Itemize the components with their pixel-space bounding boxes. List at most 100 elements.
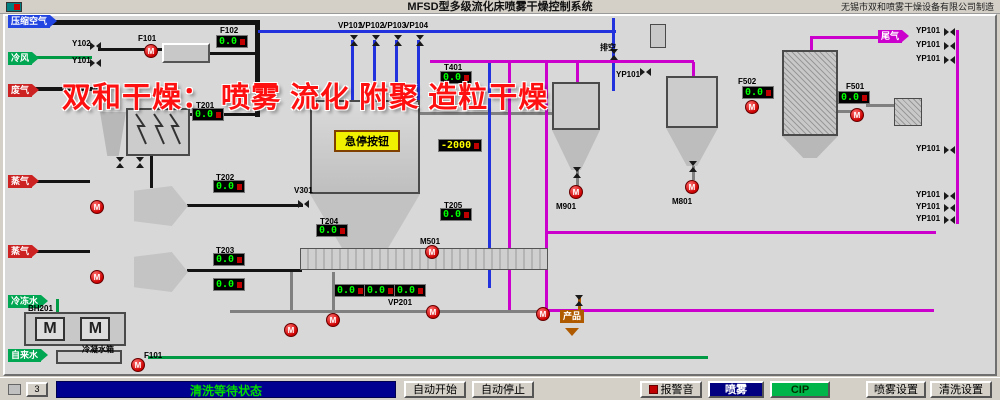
- valve-icon[interactable]: [574, 295, 583, 306]
- button-label: 自动开始: [413, 383, 457, 396]
- pipe-segment: [813, 36, 879, 39]
- pump-icon[interactable]: M: [284, 323, 298, 337]
- pipe-segment: [148, 356, 708, 359]
- stream-label: 冷风: [8, 52, 33, 65]
- valve-icon[interactable]: [944, 204, 955, 213]
- value-display: 0.0: [742, 86, 774, 99]
- watermark-text: 双和干燥： 喷雾 流化 附聚 造粒干燥: [62, 82, 549, 114]
- pipe-segment: [150, 156, 153, 188]
- pump-icon[interactable]: M: [745, 100, 759, 114]
- scrubber-tower-cone: [782, 136, 838, 158]
- aux-filter-box: [894, 98, 922, 126]
- arrow-tip-icon: [41, 349, 49, 361]
- button-label: CIP: [790, 383, 810, 396]
- pump-icon[interactable]: M: [144, 44, 158, 58]
- valve-icon[interactable]: [944, 28, 955, 37]
- device-label: BH201: [28, 304, 53, 313]
- stream-label: 尾气: [878, 30, 903, 43]
- pump-icon[interactable]: M: [850, 108, 864, 122]
- device-label: YP101: [916, 190, 941, 199]
- button-label: 报警音: [660, 383, 694, 396]
- value-display: 0.0: [216, 35, 248, 48]
- device-label: F102: [220, 26, 239, 35]
- stream-arrow: 压缩空气: [8, 15, 58, 33]
- alarm-sound-button[interactable]: 报警音: [640, 381, 702, 398]
- title-bar: MFSD型多级流化床喷雾干燥控制系统 无锡市双和喷雾干燥设备有限公司制造: [0, 0, 1000, 14]
- device-label: M501: [420, 237, 441, 246]
- control-bar: 3 清洗等待状态 自动开始 自动停止 报警音 喷雾 CIP 喷雾设置清洗设置: [0, 377, 1000, 400]
- stream-label: 自来水: [8, 349, 42, 362]
- valve-icon[interactable]: [393, 35, 402, 46]
- cyclone-1: [552, 82, 600, 130]
- page-number-button[interactable]: 3: [26, 382, 48, 397]
- valve-icon[interactable]: [90, 59, 101, 68]
- pipe-segment: [430, 60, 694, 63]
- valve-icon[interactable]: [115, 157, 124, 168]
- clean-settings-button[interactable]: 清洗设置: [930, 381, 992, 398]
- valve-icon[interactable]: [944, 192, 955, 201]
- valve-icon[interactable]: [944, 146, 955, 155]
- pipe-segment: [548, 309, 934, 312]
- device-label: Y102: [72, 39, 91, 48]
- spray-button[interactable]: 喷雾: [708, 381, 764, 398]
- valve-icon[interactable]: [944, 56, 955, 65]
- value-display: 0.0: [316, 224, 348, 237]
- auto-start-button[interactable]: 自动开始: [404, 381, 466, 398]
- air-heater-f102: [162, 43, 210, 63]
- value-display: 0.0: [440, 71, 472, 84]
- spray-settings-button[interactable]: 喷雾设置: [866, 381, 926, 398]
- pipe-segment: [692, 164, 695, 180]
- pump-icon[interactable]: M: [90, 270, 104, 284]
- auto-stop-button[interactable]: 自动停止: [472, 381, 534, 398]
- pipe-segment: [28, 87, 102, 91]
- valve-icon[interactable]: [349, 35, 358, 46]
- pipe-segment: [190, 113, 258, 116]
- pipe-segment: [187, 204, 303, 207]
- valve-icon[interactable]: [371, 35, 380, 46]
- valve-icon[interactable]: [415, 35, 424, 46]
- valve-icon[interactable]: [135, 157, 144, 168]
- cip-button[interactable]: CIP: [770, 381, 830, 398]
- pump-icon[interactable]: M: [426, 305, 440, 319]
- valve-icon[interactable]: [572, 167, 581, 178]
- stream-arrow: 自来水: [8, 349, 49, 367]
- pipe-segment: [56, 299, 59, 313]
- arrow-tip-icon: [902, 30, 910, 42]
- valve-icon[interactable]: [944, 216, 955, 225]
- pipe-segment: [612, 18, 615, 32]
- status-display: 清洗等待状态: [56, 381, 396, 398]
- device-label: YP101: [916, 54, 941, 63]
- pump-icon[interactable]: M: [685, 180, 699, 194]
- stream-arrow: 尾气: [878, 30, 910, 48]
- valve-icon[interactable]: [944, 42, 955, 51]
- valve-icon[interactable]: [90, 42, 101, 51]
- value-display: 0.0: [838, 91, 870, 104]
- pipe-segment: [956, 30, 959, 224]
- device-label: Y101: [72, 56, 91, 65]
- pump-icon[interactable]: M: [569, 185, 583, 199]
- pipe-segment: [98, 48, 164, 51]
- stream-arrow: 冷冻水: [8, 295, 49, 313]
- pipe-segment: [255, 20, 260, 117]
- emergency-stop-button[interactable]: 急停按钮: [334, 130, 400, 152]
- pump-icon[interactable]: M: [536, 307, 550, 321]
- vent-vessel: [650, 24, 666, 48]
- stream-arrow: 蒸气: [8, 245, 40, 263]
- device-label: YP101: [616, 70, 641, 79]
- value-display: 0.0: [213, 253, 245, 266]
- pipe-segment: [373, 40, 376, 101]
- device-label: VP102: [360, 21, 385, 30]
- valve-icon[interactable]: [298, 200, 309, 209]
- valve-icon[interactable]: [688, 161, 697, 172]
- window-title: MFSD型多级流化床喷雾干燥控制系统: [407, 1, 593, 13]
- pump-icon[interactable]: M: [90, 200, 104, 214]
- pump-icon[interactable]: M: [131, 358, 145, 372]
- device-label: YP101: [916, 144, 941, 153]
- pump-icon[interactable]: M: [425, 245, 439, 259]
- fluid-bed: [300, 248, 548, 270]
- pipe-segment: [838, 110, 854, 113]
- pipe-segment: [230, 310, 542, 313]
- pump-icon[interactable]: M: [326, 313, 340, 327]
- valve-icon[interactable]: [640, 68, 651, 77]
